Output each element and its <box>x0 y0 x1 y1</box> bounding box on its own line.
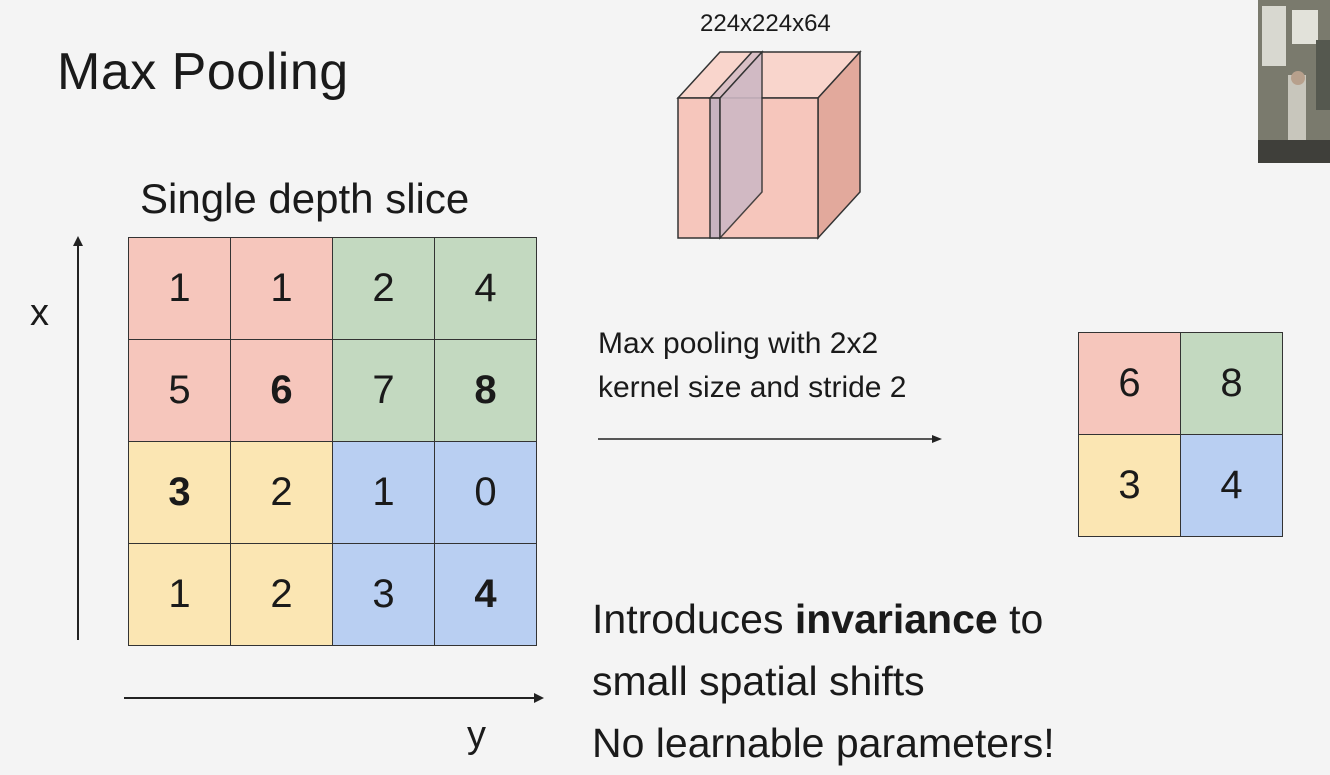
feature-volume-cube-illustration <box>676 50 862 240</box>
output-grid-cell: 6 <box>1079 333 1181 435</box>
cube-dimension-label: 224x224x64 <box>700 10 831 37</box>
pooling-operation-caption: Max pooling with 2x2 kernel size and str… <box>598 322 907 410</box>
presenter-video-thumbnail <box>1258 0 1330 163</box>
input-grid-cell: 2 <box>333 238 435 340</box>
pooling-arrow <box>598 435 942 443</box>
pooling-caption-line: kernel size and stride 2 <box>598 371 907 404</box>
key-points: Introduces invariance to small spatial s… <box>592 588 1055 774</box>
key-point-emphasis: invariance <box>794 596 998 642</box>
key-point-invariance: Introduces invariance to <box>592 588 1055 650</box>
input-grid-cell: 3 <box>129 442 231 544</box>
slide-title: Max Pooling <box>57 43 349 101</box>
output-grid-cell: 4 <box>1181 435 1283 537</box>
input-grid-cell: 2 <box>231 544 333 646</box>
key-point-text: Introduces <box>592 596 795 642</box>
key-point-shifts: small spatial shifts <box>592 658 925 704</box>
x-axis-arrow <box>73 236 83 640</box>
y-axis-label: y <box>467 714 486 756</box>
cube-depth-slice-front <box>709 97 721 239</box>
input-grid-cell: 7 <box>333 340 435 442</box>
input-grid-cell: 1 <box>129 238 231 340</box>
input-grid-cell: 4 <box>435 544 537 646</box>
y-axis-arrow <box>124 693 544 703</box>
input-grid-cell: 2 <box>231 442 333 544</box>
input-grid-cell: 1 <box>129 544 231 646</box>
input-grid-cell: 1 <box>231 238 333 340</box>
input-grid-cell: 3 <box>333 544 435 646</box>
output-grid-cell: 3 <box>1079 435 1181 537</box>
cube-depth-slice-side <box>719 50 763 240</box>
input-grid-cell: 5 <box>129 340 231 442</box>
key-point-no-parameters: No learnable parameters! <box>592 720 1055 766</box>
input-grid-cell: 8 <box>435 340 537 442</box>
input-grid-cell: 1 <box>333 442 435 544</box>
input-grid-cell: 6 <box>231 340 333 442</box>
x-axis-label: x <box>30 292 49 334</box>
pooling-caption-line: Max pooling with 2x2 <box>598 327 879 360</box>
input-grid-cell: 0 <box>435 442 537 544</box>
key-point-text: to <box>997 596 1044 642</box>
output-grid-cell: 8 <box>1181 333 1283 435</box>
input-grid-cell: 4 <box>435 238 537 340</box>
depth-slice-label: Single depth slice <box>140 175 470 222</box>
